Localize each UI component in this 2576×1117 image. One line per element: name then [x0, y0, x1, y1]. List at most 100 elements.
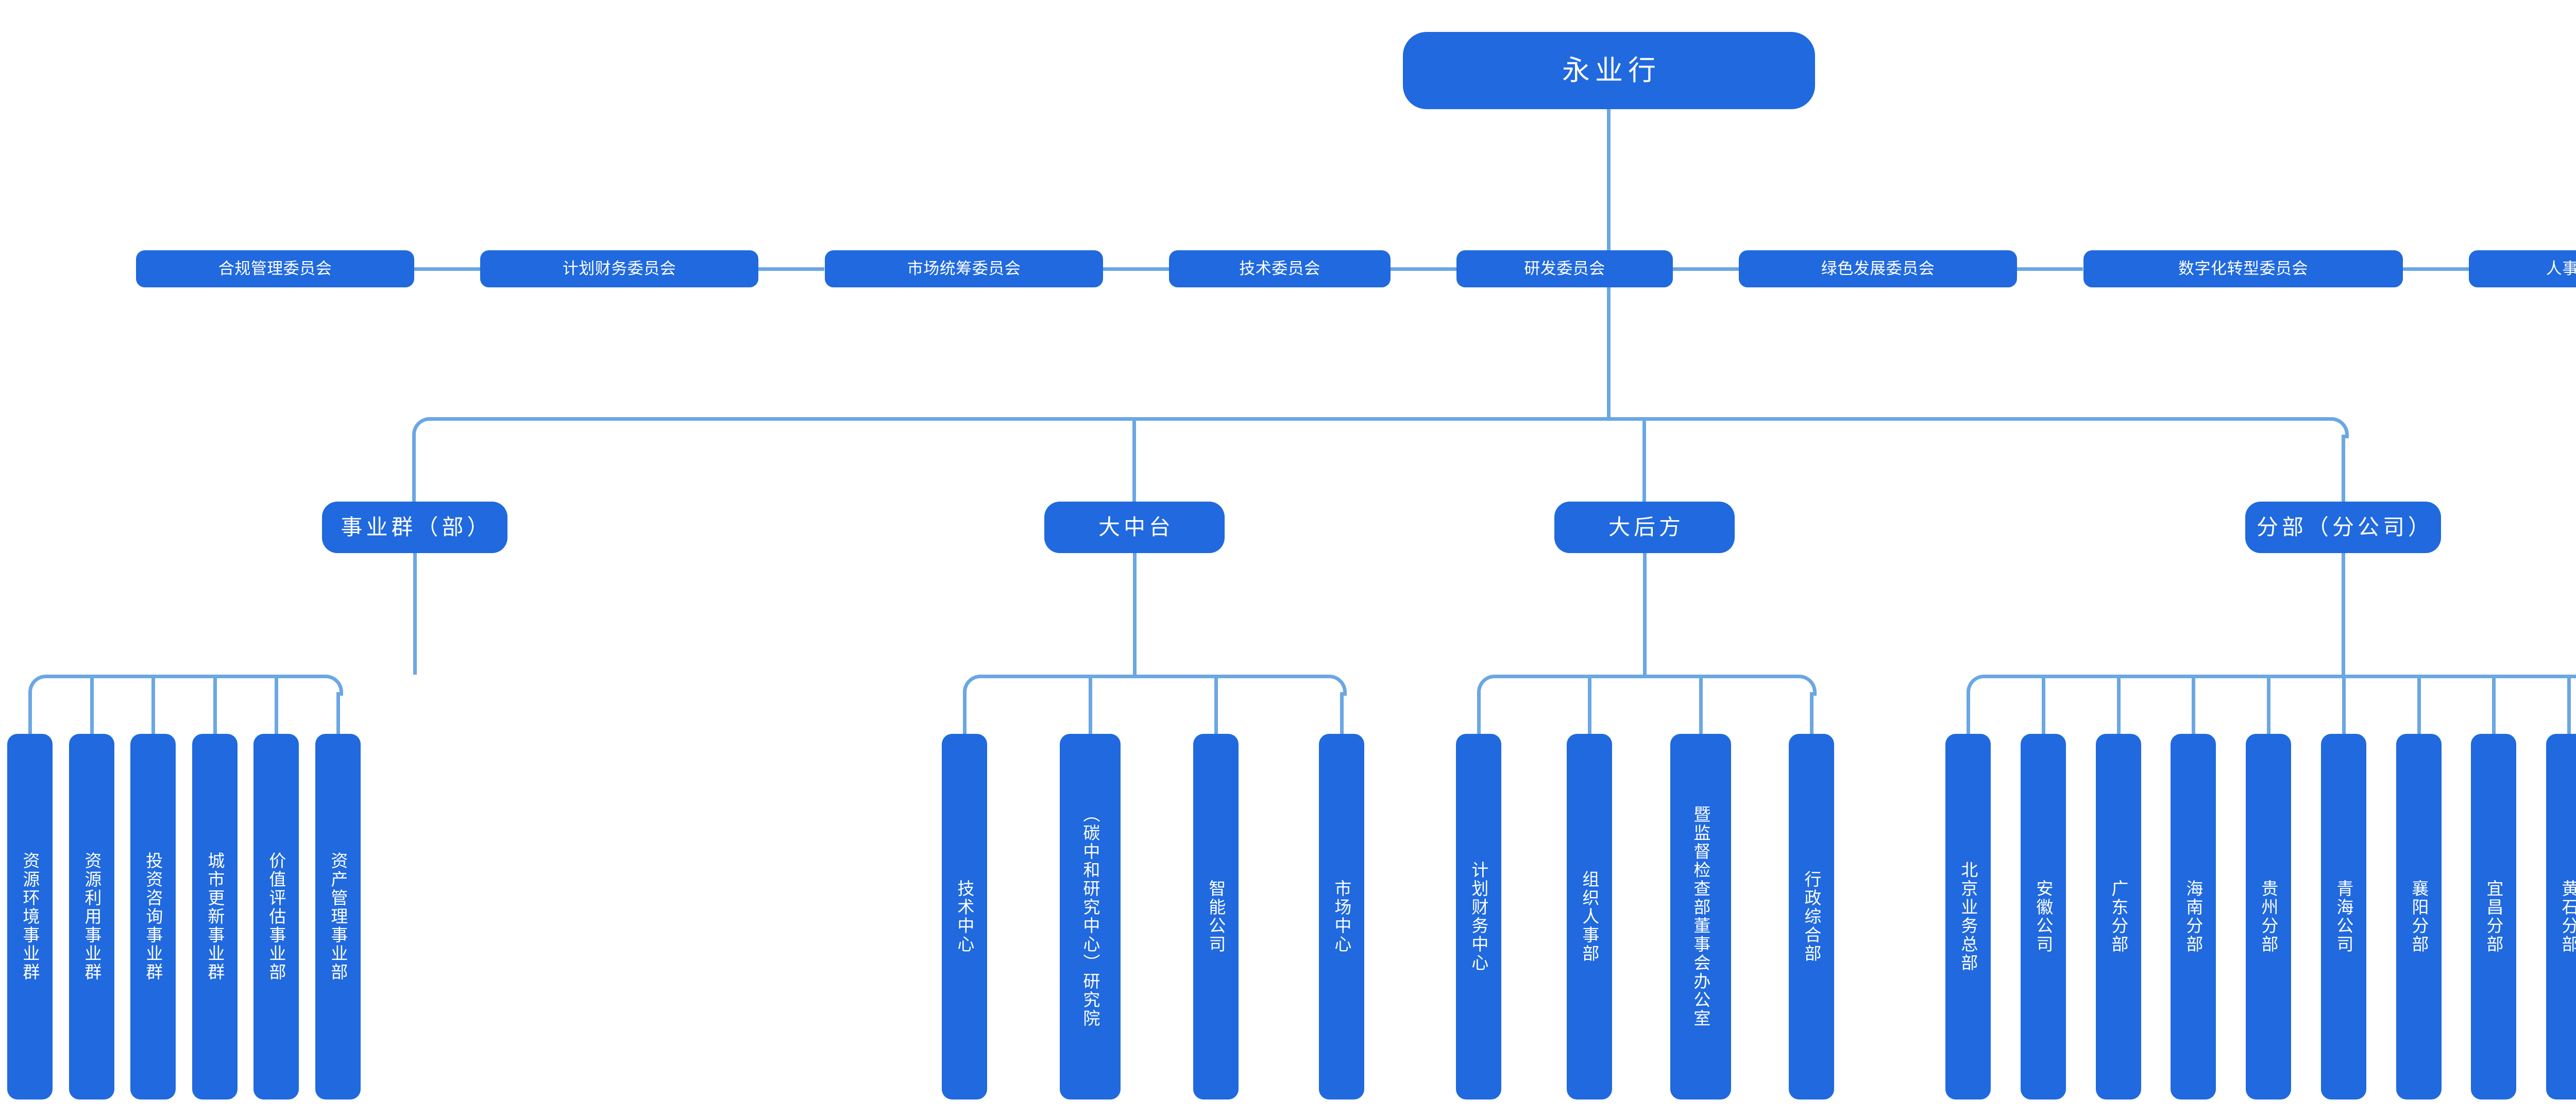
leaf-node-3-6[interactable]: 襄阳分部 — [2396, 734, 2442, 1099]
committee-link-2 — [1103, 267, 1169, 271]
committee-4[interactable]: 研发委员会 — [1456, 250, 1673, 287]
leaf-node-3-7[interactable]: 宜昌分部 — [2471, 734, 2516, 1099]
leaf-node-0-1[interactable]: 资源利用事业群 — [69, 734, 114, 1099]
leaf-label: 投资咨询事业群 — [143, 852, 163, 982]
committee-0[interactable]: 合规管理委员会 — [136, 250, 414, 287]
bus-horizontal — [430, 417, 2328, 421]
committee-5[interactable]: 绿色发展委员会 — [1739, 250, 2017, 287]
division-stem-3 — [2342, 553, 2345, 675]
leaf-drop-0-5 — [336, 692, 340, 734]
leaf-drop-3-2 — [2117, 675, 2121, 734]
root-node[interactable]: 永业行 — [1403, 32, 1815, 109]
division-stem-1 — [1133, 553, 1137, 675]
leaf-bus-corner-left-2 — [1477, 675, 1498, 696]
leaf-drop-0-3 — [213, 675, 217, 734]
committee-7[interactable]: 人事薪酬委员会 — [2469, 250, 2576, 287]
leaf-node-2-1[interactable]: 组织人事部 — [1567, 734, 1612, 1099]
committee-label: 合规管理委员会 — [218, 260, 332, 278]
leaf-drop-1-3 — [1340, 692, 1344, 734]
bus-corner-left — [412, 417, 433, 438]
leaf-label: 安徽公司 — [2033, 880, 2053, 954]
committee-link-0 — [414, 267, 480, 271]
division-stem-0 — [413, 553, 417, 675]
leaf-drop-1-1 — [1089, 675, 1092, 734]
connector-division-0 — [412, 435, 416, 502]
leaf-node-1-0[interactable]: 技术中心 — [942, 734, 987, 1099]
leaf-drop-3-0 — [1967, 692, 1970, 734]
leaf-node-3-1[interactable]: 安徽公司 — [2021, 734, 2066, 1099]
division-label: 事业群（部） — [341, 515, 493, 540]
leaf-drop-3-3 — [2192, 675, 2195, 734]
leaf-node-0-3[interactable]: 城市更新事业群 — [192, 734, 238, 1099]
committee-label: 人事薪酬委员会 — [2546, 260, 2576, 278]
division-label: 大中台 — [1098, 515, 1174, 540]
leaf-label: 北京业务总部 — [1958, 861, 1978, 972]
leaf-node-0-0[interactable]: 资源环境事业群 — [7, 734, 53, 1099]
division-node-2[interactable]: 大后方 — [1554, 502, 1735, 553]
leaf-node-0-2[interactable]: 投资咨询事业群 — [130, 734, 176, 1099]
leaf-node-3-5[interactable]: 青海公司 — [2321, 734, 2366, 1099]
connector-division-3 — [2342, 435, 2345, 502]
leaf-label: 价值评估事业部 — [266, 852, 286, 982]
leaf-drop-3-5 — [2342, 675, 2346, 734]
leaf-node-3-3[interactable]: 海南分部 — [2171, 734, 2216, 1099]
committee-link-5 — [2017, 267, 2083, 271]
leaf-node-2-0[interactable]: 计划财务中心 — [1456, 734, 1501, 1099]
leaf-label: 技术中心 — [955, 880, 974, 954]
leaf-node-1-3[interactable]: 市场中心 — [1319, 734, 1364, 1099]
leaf-bus-corner-right-0 — [322, 675, 343, 696]
leaf-label: 城市更新事业群 — [205, 852, 225, 982]
leaf-node-1-2[interactable]: 智能公司 — [1193, 734, 1239, 1099]
committee-label: 数字化转型委员会 — [2178, 260, 2308, 278]
committee-label: 绿色发展委员会 — [1821, 260, 1935, 278]
leaf-drop-2-0 — [1477, 692, 1481, 734]
leaf-drop-2-3 — [1810, 692, 1814, 734]
committee-2[interactable]: 市场统筹委员会 — [825, 250, 1103, 287]
committee-link-3 — [1391, 267, 1456, 271]
leaf-label: 资源环境事业群 — [20, 852, 40, 982]
committee-label: 技术委员会 — [1239, 260, 1320, 278]
leaf-drop-3-6 — [2417, 675, 2421, 734]
leaf-label: 广东分部 — [2109, 880, 2128, 954]
leaf-node-3-2[interactable]: 广东分部 — [2096, 734, 2141, 1099]
division-node-1[interactable]: 大中台 — [1044, 502, 1225, 553]
leaf-bus-1 — [980, 675, 1326, 678]
division-node-0[interactable]: 事业群（部） — [322, 502, 507, 553]
committee-3[interactable]: 技术委员会 — [1169, 250, 1391, 287]
leaf-label: 资源利用事业群 — [82, 852, 101, 982]
connector-committee-to-bus — [1607, 287, 1611, 417]
connector-division-1 — [1132, 417, 1136, 502]
leaf-drop-3-4 — [2267, 675, 2270, 734]
committee-6[interactable]: 数字化转型委员会 — [2083, 250, 2403, 287]
leaf-label: 宜昌分部 — [2484, 880, 2503, 954]
leaf-drop-0-0 — [28, 692, 32, 734]
leaf-node-3-4[interactable]: 贵州分部 — [2246, 734, 2291, 1099]
leaf-node-3-0[interactable]: 北京业务总部 — [1945, 734, 1991, 1099]
leaf-drop-1-2 — [1214, 675, 1218, 734]
division-label: 大后方 — [1608, 515, 1684, 540]
leaf-label: 行政综合部 — [1802, 870, 1821, 963]
leaf-label: 计划财务中心 — [1469, 861, 1488, 972]
leaf-label-col-left: 研究院 — [1080, 972, 1100, 1028]
leaf-label-col-right: （碳中和研究中心） — [1080, 805, 1100, 972]
division-node-3[interactable]: 分部（分公司） — [2245, 502, 2441, 553]
leaf-drop-3-1 — [2042, 675, 2045, 734]
committee-link-1 — [758, 267, 824, 271]
leaf-drop-3-7 — [2492, 675, 2496, 734]
leaf-node-1-1[interactable]: （碳中和研究中心）研究院 — [1060, 734, 1121, 1099]
committee-link-4 — [1673, 267, 1739, 271]
leaf-label: 海南分部 — [2183, 880, 2203, 954]
connector-division-2 — [1642, 417, 1646, 502]
leaf-drop-0-4 — [275, 675, 278, 734]
leaf-node-2-2[interactable]: 暨监督检查部董事会办公室 — [1670, 734, 1731, 1099]
leaf-bus-2 — [1495, 675, 1795, 678]
leaf-node-2-3[interactable]: 行政综合部 — [1789, 734, 1834, 1099]
leaf-node-0-5[interactable]: 资产管理事业部 — [315, 734, 361, 1099]
leaf-label: 组织人事部 — [1580, 870, 1599, 963]
committee-1[interactable]: 计划财务委员会 — [480, 250, 758, 287]
leaf-node-3-8[interactable]: 黄石分部 — [2546, 734, 2576, 1099]
leaf-node-0-4[interactable]: 价值评估事业部 — [253, 734, 299, 1099]
leaf-bus-corner-left-0 — [28, 675, 49, 696]
committee-label: 市场统筹委员会 — [907, 260, 1021, 278]
